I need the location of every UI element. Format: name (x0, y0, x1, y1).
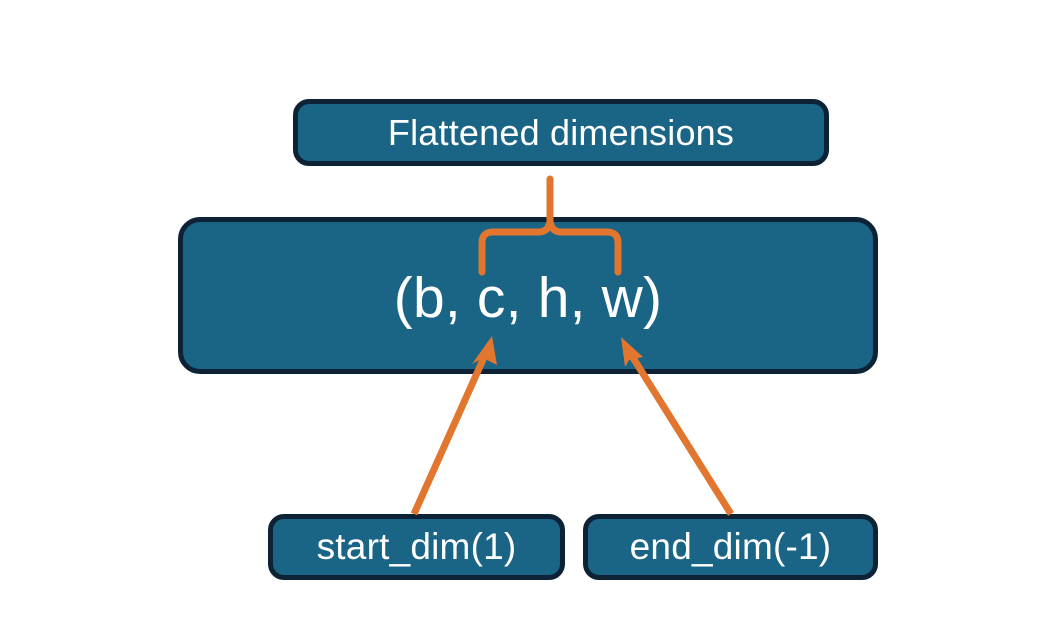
tensor-shape-node: (b, c, h, w) (178, 217, 878, 374)
start-dim-node: start_dim(1) (268, 514, 565, 580)
start-dim-label: start_dim(1) (316, 525, 517, 567)
end-dim-node: end_dim(-1) (583, 514, 878, 580)
tensor-shape-label: (b, c, h, w) (393, 265, 663, 330)
end-dim-label: end_dim(-1) (629, 525, 832, 567)
flattened-dimensions-label: Flattened dimensions (387, 111, 735, 153)
flattened-dimensions-node: Flattened dimensions (293, 99, 829, 166)
